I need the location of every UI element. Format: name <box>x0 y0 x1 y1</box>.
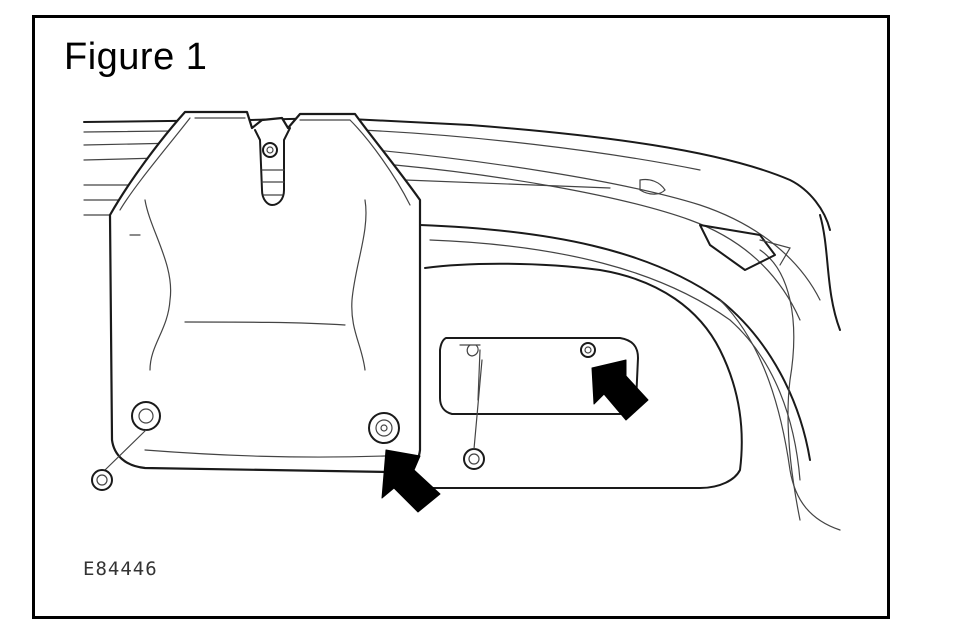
latch-clip <box>254 127 291 206</box>
screw-icon <box>368 412 400 444</box>
screw-icon <box>463 359 485 470</box>
arrow-icon <box>591 359 649 421</box>
figure-title: Figure 1 <box>64 36 208 78</box>
screw-icon <box>91 469 113 491</box>
inner-panel <box>424 262 743 489</box>
screw-icon <box>104 401 161 471</box>
reference-code: E84446 <box>83 558 158 580</box>
arrow-icon <box>381 449 441 513</box>
screw-icon <box>580 342 596 358</box>
